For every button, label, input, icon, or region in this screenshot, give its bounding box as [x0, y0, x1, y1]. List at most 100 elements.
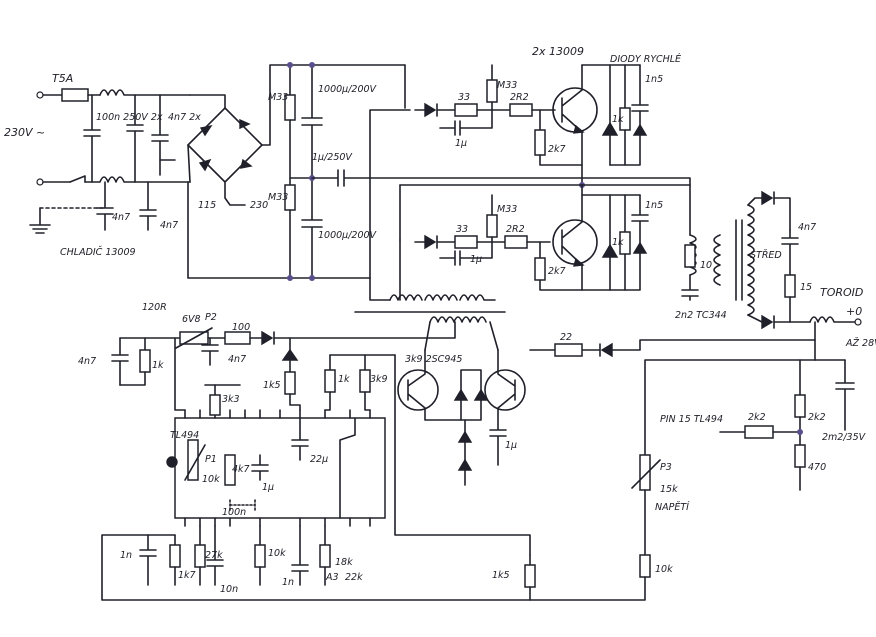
label-fast-diodes: DIODY RYCHLÉ [610, 53, 681, 65]
label-18k: 18k [335, 557, 353, 568]
label-pot-p3-value: 15k [660, 484, 678, 495]
label-pin15: PIN 15 TL494 [660, 414, 723, 425]
label-driver-transistors: 3k9 2SC945 [405, 354, 462, 365]
label-cap-1u-ic: 1μ [262, 482, 274, 493]
label-2k2-a: 2k2 [748, 412, 766, 423]
label-1k5-left: 1k5 [263, 380, 281, 391]
label-fuse: T5A [52, 72, 73, 85]
label-transistors: 2x 13009 [532, 45, 584, 58]
label-cap-4n7-left: 4n7 [78, 356, 96, 367]
label-bulk-cap-bottom: 1000μ/200V [318, 230, 378, 241]
choke-bottom [84, 176, 191, 183]
label-2r2-bot: 2R2 [506, 224, 525, 235]
label-2n2: 2n2 TC344 [675, 310, 727, 321]
label-100: 100 [232, 322, 250, 333]
driver-transformer [354, 109, 699, 313]
label-4k7: 4k7 [232, 464, 250, 475]
label-ic: TL494 [170, 430, 199, 441]
label-cap-4n7-2x: 4n7 2x [168, 112, 201, 123]
driver-stage [397, 316, 526, 486]
label-1k5-right: 1k5 [492, 570, 510, 581]
mains-terminal-bottom [36, 178, 44, 186]
label-1k7: 1k7 [178, 570, 196, 581]
label-center-tap: STŘED [750, 249, 782, 261]
label-2r2-top: 2R2 [510, 92, 529, 103]
label-cap-2m2: 2m2/35V [822, 432, 867, 443]
label-22k: 22k [345, 572, 363, 583]
label-a3: A3 [325, 572, 339, 583]
mains-terminal-top [36, 91, 44, 99]
label-33-bot: 33 [456, 224, 468, 235]
label-1u-top: 1μ [455, 138, 467, 149]
label-selector-115: 115 [198, 200, 216, 211]
choke-top [99, 89, 191, 96]
driver-transistor-1 [397, 369, 439, 411]
label-1k-drv: 1k [338, 374, 350, 385]
label-mains-voltage: 230V ~ [4, 126, 45, 139]
label-1k-top: 1k [612, 114, 624, 125]
label-3k9: 3k9 [370, 374, 388, 385]
tl494-section [111, 321, 531, 556]
mains-input [29, 88, 191, 234]
label-out-plus: +0 [846, 305, 862, 318]
label-3k3: 3k3 [222, 394, 240, 405]
label-res-15: 15 [800, 282, 812, 293]
upper-half-bridge [404, 64, 649, 188]
label-22u: 22μ [310, 454, 328, 465]
label-33-top: 33 [458, 92, 470, 103]
label-res-470: 470 [808, 462, 826, 473]
label-bulk-cap-top: 1000μ/200V [318, 84, 378, 95]
label-1n-left: 1n [120, 550, 132, 561]
label-res-10: 10 [700, 260, 712, 271]
label-m33-a: M33 [268, 92, 288, 103]
label-1u-bot: 1μ [470, 254, 482, 265]
label-m33-mid: M33 [497, 204, 517, 215]
lower-half-bridge [399, 184, 691, 291]
label-heatsink: CHLADIČ 13009 [60, 246, 136, 258]
label-10k-right: 10k [655, 564, 673, 575]
label-2k2-b: 2k2 [808, 412, 826, 423]
label-cap-100n-ic: 100n [222, 507, 246, 518]
main-transformer [713, 190, 862, 361]
ground-symbol [29, 207, 51, 234]
label-cap-bottom-4n7: 4n7 [160, 220, 178, 231]
label-cap-4n7: 4n7 [112, 212, 130, 223]
label-1n-ic: 1n [282, 577, 294, 588]
label-27k: 27k [205, 550, 223, 561]
label-cap-4n7-out: 4n7 [798, 222, 816, 233]
driver-transistor-2 [484, 369, 526, 411]
label-out-voltage: AŽ 28V [845, 337, 876, 349]
label-pot-p3-note: NAPĚTÍ [655, 501, 690, 513]
label-10n: 10n [220, 584, 238, 595]
labels: T5A 230V ~ 100n 250V 2x 4n7 2x 4n7 4n7 C… [4, 45, 876, 595]
label-m33-b: M33 [268, 192, 288, 203]
label-res-22: 22 [560, 332, 572, 343]
label-1n5-top: 1n5 [645, 74, 663, 85]
label-selector-230: 230 [250, 200, 268, 211]
label-10k-ic: 10k [268, 548, 286, 559]
label-6v8: 6V8 [182, 314, 201, 325]
label-2k7-top: 2k7 [548, 144, 566, 155]
label-p1-value: 10k [202, 474, 220, 485]
output-regulation [101, 339, 855, 601]
bulk-capacitors [284, 62, 691, 281]
fuse-symbol [61, 88, 89, 102]
label-pot-p3: P3 [660, 462, 672, 473]
label-120r: 120R [142, 302, 167, 313]
label-p2: P2 [205, 312, 217, 323]
label-2k7-bot: 2k7 [548, 266, 566, 277]
label-p1: P1 [205, 454, 217, 465]
label-1k-bot: 1k [612, 237, 624, 248]
label-1n5-bot: 1n5 [645, 200, 663, 211]
label-coupling-cap: 1μ/250V [312, 152, 353, 163]
label-cap-4n7-p2: 4n7 [228, 354, 246, 365]
label-cap-1u-drv: 1μ [505, 440, 517, 451]
label-m33-top: M33 [497, 80, 517, 91]
timing-network [139, 499, 536, 601]
label-input-cap: 100n 250V 2x [96, 112, 163, 123]
bridge-rectifier [187, 64, 291, 279]
tl494-chip [174, 417, 386, 519]
thermistor-symbol [69, 175, 86, 183]
